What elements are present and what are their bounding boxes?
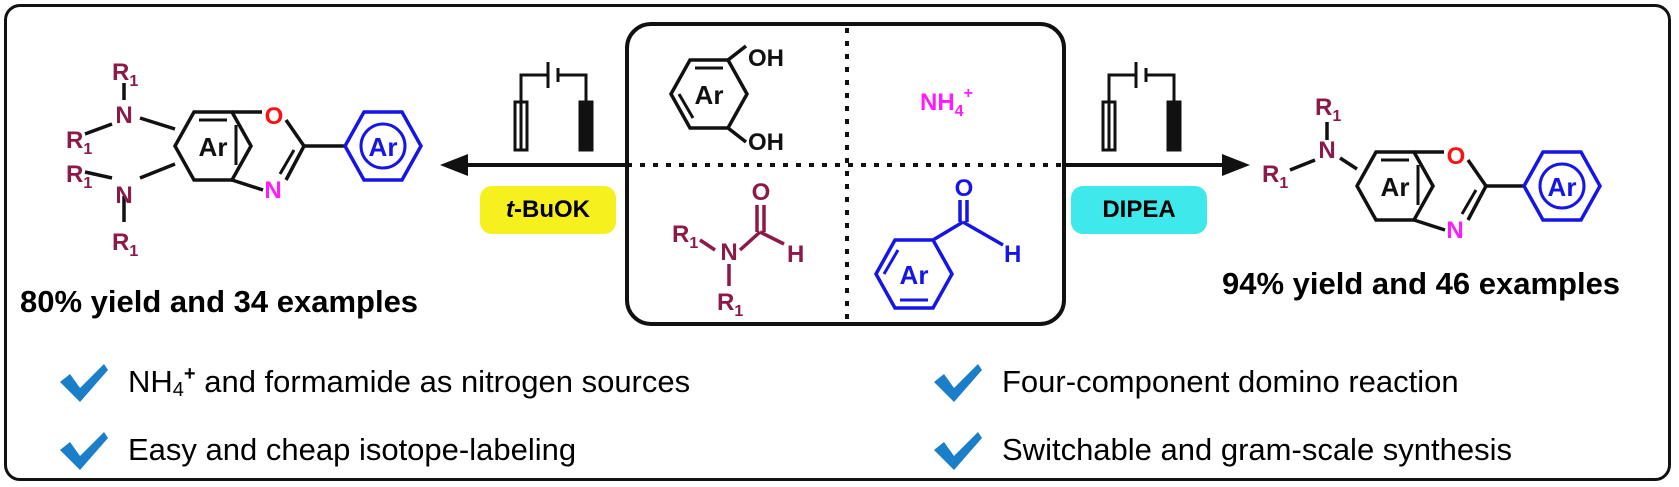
feature-text: Four-component domino reaction <box>1002 364 1459 399</box>
left-base-badge: t-BuOK <box>480 186 616 234</box>
right-atom-n-ring: N <box>1446 217 1463 244</box>
check-icon <box>934 432 982 470</box>
formamide-n: N <box>720 239 737 266</box>
catechol-structure <box>668 44 750 144</box>
formamide-r1-top: R1 <box>672 221 698 252</box>
aldehyde-h: H <box>1004 241 1021 268</box>
left-atom-n-bottom: N <box>115 182 132 209</box>
right-arrowhead <box>1222 154 1250 176</box>
left-r1-low: R1 <box>66 161 92 192</box>
check-icon <box>60 364 108 402</box>
left-r1-bottom: R1 <box>112 229 138 260</box>
feature-item: Switchable and gram-scale synthesis <box>932 428 1512 472</box>
left-arrowhead <box>440 154 468 176</box>
electrolysis-icon-right <box>1101 62 1182 152</box>
check-icon <box>60 432 108 470</box>
electrolysis-icon-left <box>513 62 594 152</box>
left-atom-o: O <box>265 103 284 130</box>
right-r1-left: R1 <box>1262 161 1288 192</box>
left-aryl-label: Ar <box>369 132 398 162</box>
left-atom-n-top: N <box>115 102 132 129</box>
left-atom-n-ring: N <box>264 177 281 204</box>
right-base-label: DIPEA <box>1102 196 1176 223</box>
ammonium-label: NH4+ <box>920 85 973 120</box>
formamide-o: O <box>752 179 771 206</box>
right-r1-top: R1 <box>1315 94 1341 125</box>
left-ring-label: Ar <box>199 132 228 162</box>
catechol-oh-bottom: OH <box>748 129 784 156</box>
feature-text: Easy and cheap isotope-labeling <box>128 432 577 467</box>
formamide-structure <box>699 205 785 286</box>
left-yield-text: 80% yield and 34 examples <box>20 284 419 319</box>
aldehyde-ring-label: Ar <box>900 260 929 290</box>
left-base-italic: t <box>506 196 514 223</box>
feature-item: Four-component domino reaction <box>932 360 1459 404</box>
left-product-structure <box>84 83 424 222</box>
outer-frame <box>4 4 1671 481</box>
left-base-rest: -BuOK <box>514 196 590 223</box>
reagent-box <box>625 22 1066 326</box>
right-atom-n: N <box>1318 137 1335 164</box>
feature-text: NH4+ and formamide as nitrogen sources <box>128 362 691 401</box>
aldehyde-o: O <box>955 175 974 202</box>
feature-item: Easy and cheap isotope-labeling <box>58 428 576 472</box>
aldehyde-structure <box>873 200 1004 310</box>
check-icon <box>934 364 982 402</box>
formamide-r1-bottom: R1 <box>717 289 743 320</box>
right-ring-label: Ar <box>1381 172 1410 202</box>
right-yield-text: 94% yield and 46 examples <box>1222 266 1621 301</box>
feature-text: Switchable and gram-scale synthesis <box>1002 432 1513 467</box>
right-atom-o: O <box>1447 143 1466 170</box>
right-base-badge: DIPEA <box>1071 186 1207 234</box>
feature-item: NH4+ and formamide as nitrogen sources <box>58 360 690 404</box>
right-product-structure <box>1289 122 1603 232</box>
left-r1-top: R1 <box>112 59 138 90</box>
formamide-h: H <box>787 241 804 268</box>
catechol-ring-label: Ar <box>695 80 724 110</box>
right-aryl-label: Ar <box>1548 172 1577 202</box>
catechol-oh-top: OH <box>748 45 784 72</box>
